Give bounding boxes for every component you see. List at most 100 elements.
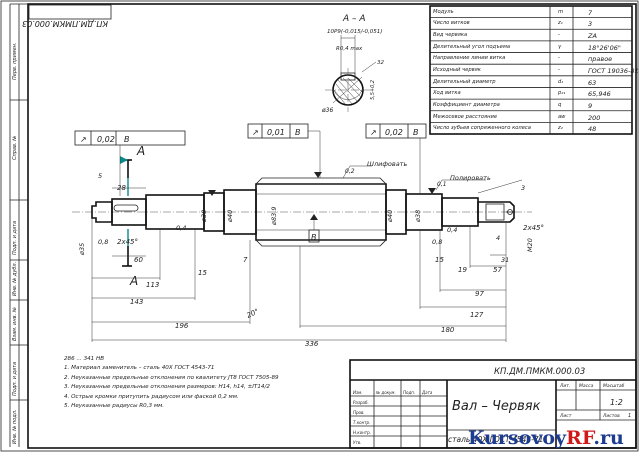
side-label: Перв. примен. bbox=[12, 42, 18, 80]
note-line: 4. Острые кромки притупить радиусом или … bbox=[64, 393, 239, 400]
shaft-view bbox=[72, 177, 532, 247]
svg-text:№ докум.: № докум. bbox=[375, 390, 396, 395]
param-value: 65,946 bbox=[588, 90, 611, 99]
svg-text:60: 60 bbox=[134, 256, 143, 264]
svg-text:0,01: 0,01 bbox=[267, 128, 285, 137]
param-symbol: p₂₁ bbox=[558, 90, 566, 97]
param-symbol: m bbox=[558, 8, 564, 15]
param-symbol: - bbox=[558, 67, 560, 73]
side-label: Инв. № подл. bbox=[12, 410, 18, 445]
param-name: Число зубьев сопряженного колеса bbox=[433, 125, 531, 132]
svg-text:0,8: 0,8 bbox=[98, 238, 108, 246]
side-label: Подп. и дата bbox=[12, 221, 18, 255]
roughness: 0,1 bbox=[437, 181, 447, 188]
svg-text:0,02: 0,02 bbox=[385, 128, 403, 137]
svg-text:Изм.: Изм. bbox=[353, 390, 362, 395]
section-mark: А bbox=[136, 144, 145, 158]
param-value: правое bbox=[588, 55, 613, 64]
dimensions: 336 196 180 143 127 113 97 60 57 31 28 5… bbox=[92, 172, 544, 348]
tolerance-frame: ↗ 0,02 В bbox=[74, 130, 186, 196]
watermark-logo: KursovoyRF.ru bbox=[468, 427, 624, 449]
code-box-mirror bbox=[28, 4, 112, 20]
param-name: Число витков bbox=[433, 20, 470, 27]
svg-text:0,02: 0,02 bbox=[97, 135, 115, 144]
note-line: 286 ... 341 НВ bbox=[64, 356, 105, 362]
note-line: 3. Неуказанные предельные отклонения раз… bbox=[64, 384, 270, 391]
svg-text:Пров.: Пров. bbox=[353, 410, 365, 415]
svg-text:0,4: 0,4 bbox=[176, 224, 186, 232]
svg-text:↗: ↗ bbox=[370, 128, 377, 137]
param-name: Модуль bbox=[433, 8, 454, 15]
svg-text:Лит.: Лит. bbox=[559, 383, 570, 389]
svg-text:0,4: 0,4 bbox=[447, 226, 457, 234]
technical-notes: 286 ... 341 НВ 1. Материал заменитель – … bbox=[64, 355, 354, 411]
scale-value: 1:2 bbox=[610, 398, 623, 407]
svg-text:113: 113 bbox=[146, 281, 159, 289]
svg-text:15: 15 bbox=[198, 269, 207, 277]
note-line: 5. Неуказанные радиусы R0,3 мм. bbox=[64, 403, 165, 410]
note-line: 2. Неуказанные предельные отклонения по … bbox=[64, 374, 279, 381]
param-name: Ход витка bbox=[433, 90, 461, 97]
svg-text:ø38: ø38 bbox=[414, 210, 422, 223]
param-name: Межосевое расстояние bbox=[433, 113, 498, 120]
part-title: Вал – Червяк bbox=[452, 399, 541, 414]
param-value: ГОСТ 19036-81 bbox=[588, 67, 639, 75]
svg-text:127: 127 bbox=[470, 311, 484, 319]
roughness-note: Полировать bbox=[450, 174, 491, 182]
section-label: А – А bbox=[342, 14, 366, 24]
param-name: Вид червяка bbox=[433, 32, 468, 39]
svg-text:0,8: 0,8 bbox=[432, 238, 442, 246]
title-block: КП.ДМ.ПМКМ.000.03 Вал – Червяк сталь 40Х… bbox=[349, 359, 637, 449]
param-value: 7 bbox=[588, 8, 593, 17]
svg-text:Листов: Листов bbox=[602, 413, 620, 419]
svg-text:Масса: Масса bbox=[579, 383, 594, 389]
side-label: Подп. и дата bbox=[12, 362, 18, 396]
param-symbol: q bbox=[558, 101, 562, 108]
svg-text:3: 3 bbox=[521, 184, 525, 192]
side-label: Инв. № дубл. bbox=[12, 262, 18, 296]
material: сталь 40Х ГОСТ 4543-71 bbox=[448, 435, 543, 444]
param-value: 3 bbox=[588, 20, 593, 29]
svg-text:В: В bbox=[295, 128, 301, 137]
svg-text:2x45°: 2x45° bbox=[117, 238, 138, 246]
svg-text:Утв.: Утв. bbox=[353, 440, 361, 445]
svg-text:Разраб.: Разраб. bbox=[353, 400, 369, 405]
param-value: ZA bbox=[588, 32, 597, 41]
svg-text:ø83,9: ø83,9 bbox=[270, 207, 278, 226]
side-label: Взам. инв. № bbox=[12, 307, 18, 341]
tolerance-frame: ↗ 0,02 В bbox=[365, 123, 427, 194]
section-dim: 32 bbox=[377, 60, 384, 66]
svg-text:180: 180 bbox=[441, 326, 455, 334]
param-name: Делительный диаметр bbox=[433, 78, 496, 85]
svg-text:↗: ↗ bbox=[252, 128, 259, 137]
svg-text:ø38: ø38 bbox=[200, 210, 208, 223]
side-label: Справ. № bbox=[12, 136, 18, 160]
svg-text:Масштаб: Масштаб bbox=[603, 383, 625, 389]
svg-text:20°: 20° bbox=[245, 307, 260, 320]
section-dim: R0,4 max bbox=[336, 46, 363, 52]
datum-b: В bbox=[311, 233, 317, 242]
svg-text:97: 97 bbox=[475, 290, 484, 298]
svg-text:Т.контр.: Т.контр. bbox=[353, 420, 370, 425]
svg-text:15: 15 bbox=[435, 256, 444, 264]
param-value: 48 bbox=[588, 125, 597, 134]
param-symbol: - bbox=[558, 55, 560, 62]
svg-text:Дата: Дата bbox=[421, 390, 433, 395]
param-symbol: d₁ bbox=[558, 78, 564, 85]
param-name: Делительный угол подъема bbox=[433, 43, 511, 50]
roughness-note: Шлифовать bbox=[367, 160, 407, 168]
svg-text:31: 31 bbox=[501, 256, 509, 264]
param-name: Исходный червяк bbox=[433, 67, 481, 73]
svg-text:↗: ↗ bbox=[80, 135, 87, 144]
svg-text:В: В bbox=[124, 135, 130, 144]
svg-text:Лист: Лист bbox=[559, 413, 572, 419]
section-dim: 5,5+0,2 bbox=[370, 80, 376, 100]
svg-text:2x45°: 2x45° bbox=[523, 224, 544, 232]
mirror-code: КП.ДМ.ПМКМ.000.03 bbox=[22, 19, 108, 28]
svg-text:336: 336 bbox=[305, 340, 319, 348]
svg-text:1: 1 bbox=[628, 413, 631, 419]
svg-text:Н.контр.: Н.контр. bbox=[353, 430, 371, 435]
svg-text:5: 5 bbox=[98, 172, 102, 180]
